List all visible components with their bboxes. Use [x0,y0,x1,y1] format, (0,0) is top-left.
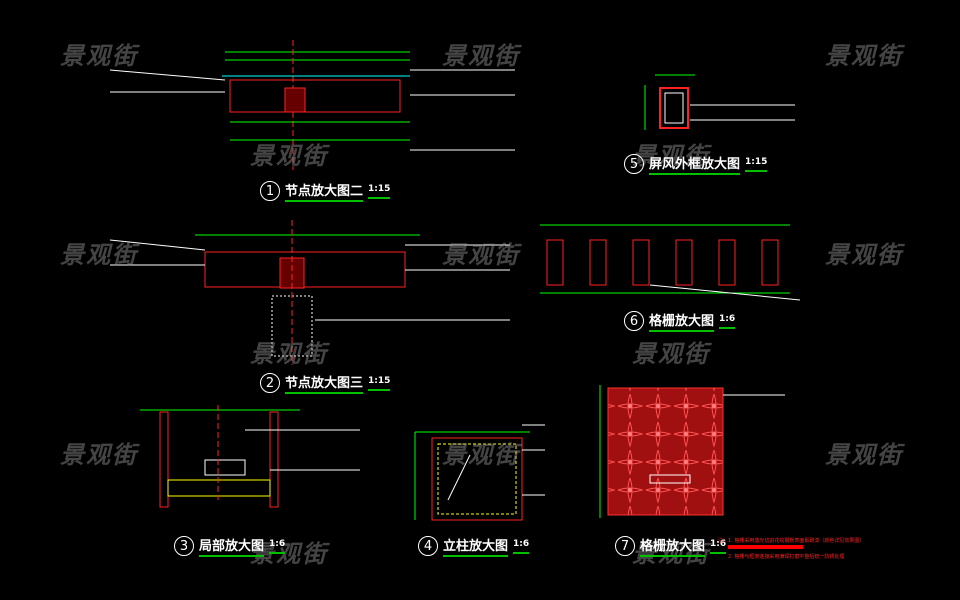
watermark: 景观街 [442,441,520,469]
note-line-2: 2. 格栅与框架连接采用满焊打磨平整后统一防锈处理 [728,554,845,560]
detail-title: 立柱放大图 [443,535,509,557]
detail-number: 1 [260,181,280,201]
detail-scale: 1:6 [719,314,736,329]
detail-4-drawing [414,424,545,521]
detail-title: 局部放大图 [199,535,265,557]
watermark: 景观街 [632,142,710,170]
detail-number: 2 [260,373,280,393]
detail-number: 3 [174,536,194,556]
watermark: 景观街 [442,241,520,269]
detail-2-title: 2 节点放大图三 1:15 [260,372,391,394]
detail-5-title: 5 屏风外框放大图 1:15 [624,153,768,175]
watermark: 景观街 [825,441,903,469]
detail-4-title: 4 立柱放大图 1:6 [418,535,530,557]
detail-scale: 1:6 [269,539,286,554]
detail-title: 格栅放大图 [649,310,715,332]
detail-title: 屏风外框放大图 [649,153,741,175]
detail-7-title: 7 格栅放大图 1:6 [615,535,727,557]
detail-1-drawing [109,40,515,170]
watermark: 景观街 [632,340,710,368]
watermark: 景观街 [825,42,903,70]
detail-5-drawing [644,74,795,130]
watermark: 景观街 [442,42,520,70]
note-underline [728,545,803,549]
watermark: 景观街 [250,142,328,170]
detail-7-drawing [599,385,785,518]
detail-number: 7 [615,536,635,556]
detail-number: 6 [624,311,644,331]
watermark: 景观街 [632,540,710,568]
watermark: 景观街 [250,540,328,568]
detail-number: 4 [418,536,438,556]
detail-3-title: 3 局部放大图 1:6 [174,535,286,557]
detail-2-drawing [109,220,510,365]
detail-title: 节点放大图三 [285,372,364,394]
watermark: 景观街 [825,241,903,269]
watermark: 景观街 [60,241,138,269]
detail-scale: 1:6 [513,539,530,554]
watermark: 景观街 [250,340,328,368]
watermark: 景观街 [60,42,138,70]
watermark: 景观街 [60,441,138,469]
detail-scale: 1:15 [745,157,768,172]
detail-scale: 1:15 [368,376,391,391]
detail-scale: 1:6 [710,539,727,554]
detail-1-title: 1 节点放大图二 1:15 [260,180,391,202]
detail-title: 格栅放大图 [640,535,706,557]
detail-title: 节点放大图二 [285,180,364,202]
detail-3-drawing [140,405,360,508]
detail-scale: 1:15 [368,184,391,199]
note-line-1: 注：1. 格栅采用激光切割花纹钢板表面氟碳漆（颜色详见效果图） [718,538,865,544]
detail-6-drawing [540,224,801,301]
detail-number: 5 [624,154,644,174]
detail-6-title: 6 格栅放大图 1:6 [624,310,736,332]
